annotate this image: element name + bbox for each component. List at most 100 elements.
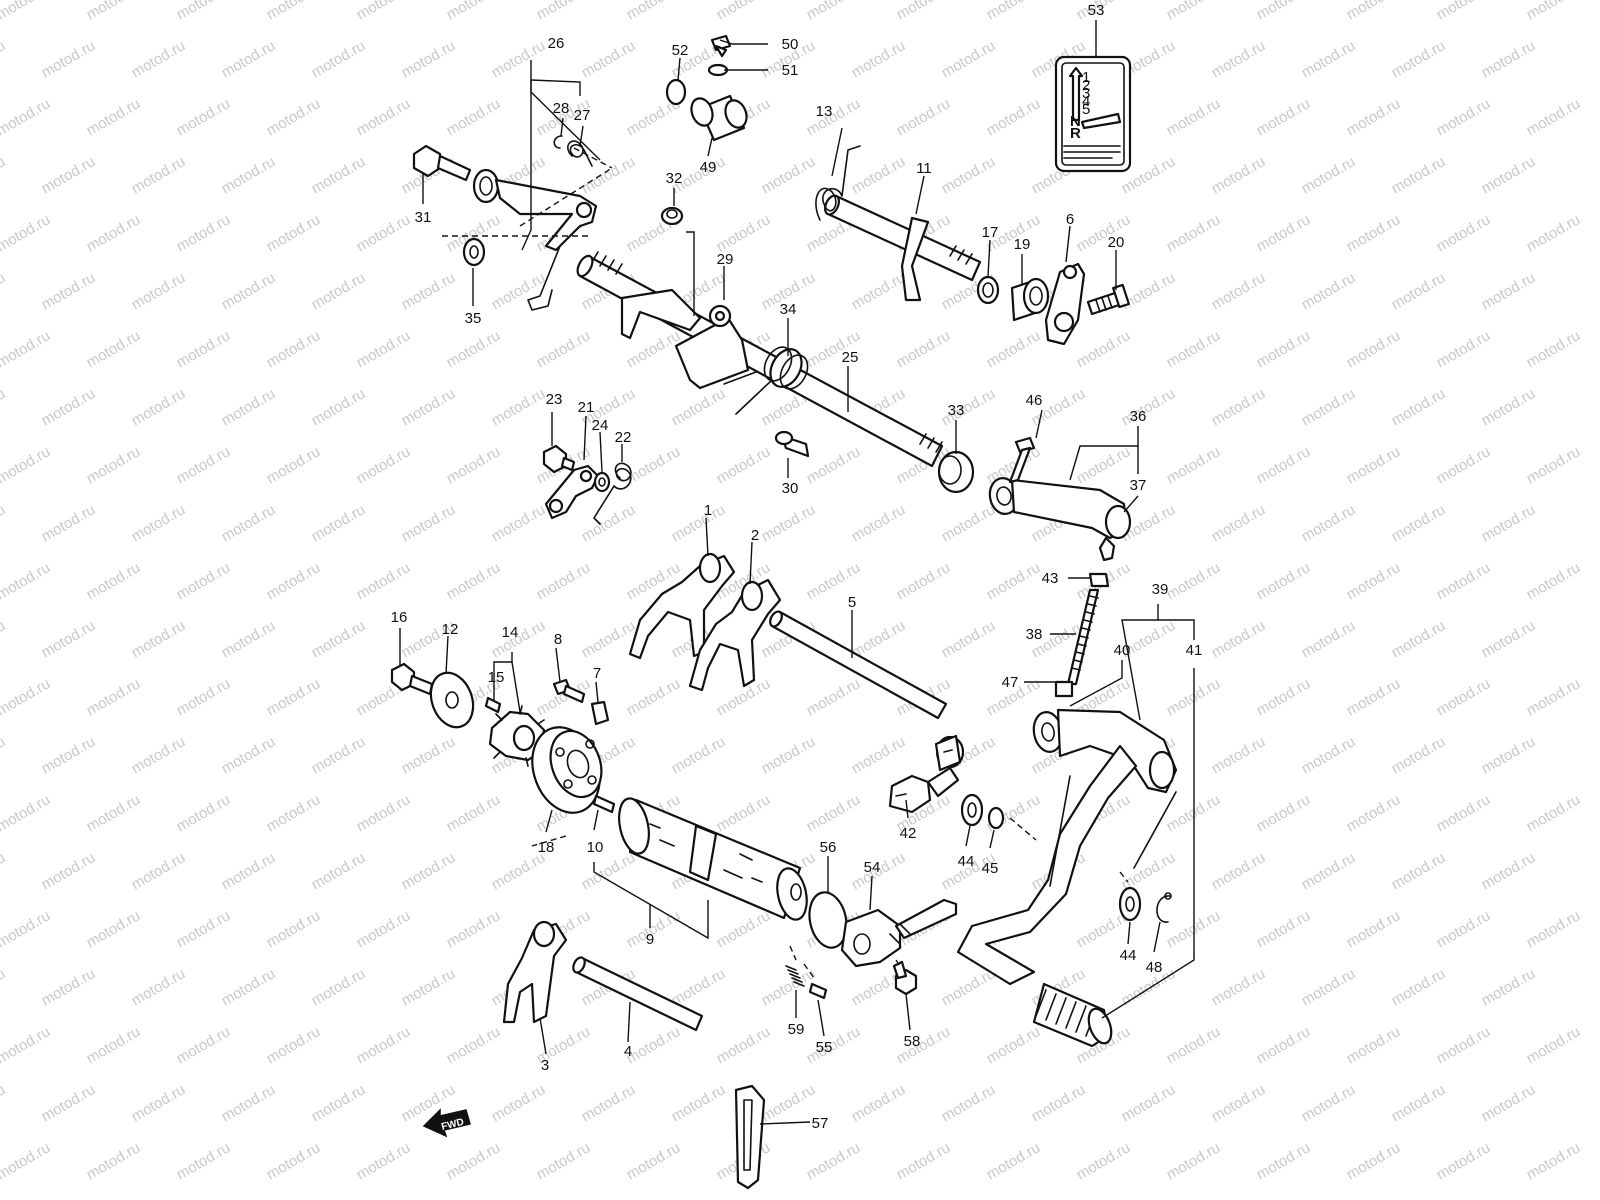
watermark-text: motod.ru: [804, 0, 864, 23]
watermark-text: motod.ru: [1524, 95, 1584, 139]
watermark-text: motod.ru: [0, 211, 53, 255]
spring-22: [593, 462, 632, 525]
callout-label: 43: [1042, 570, 1059, 587]
watermark-text: motod.ru: [804, 1023, 864, 1067]
watermark-text: motod.ru: [849, 269, 909, 313]
gear-mark: 2: [1082, 77, 1090, 94]
watermark-text: motod.ru: [1389, 1081, 1449, 1125]
watermark-text: motod.ru: [939, 153, 999, 197]
watermark-text: motod.ru: [1434, 675, 1494, 719]
watermark-text: motod.ru: [1344, 559, 1404, 603]
callout-label: 39: [1152, 581, 1169, 598]
watermark-text: motod.ru: [1119, 1081, 1179, 1125]
watermark-text: motod.ru: [309, 153, 369, 197]
watermark-text: motod.ru: [1029, 1081, 1089, 1125]
callout-label: 31: [415, 209, 432, 226]
watermark-text: motod.ru: [264, 211, 324, 255]
watermark-text: motod.ru: [444, 559, 504, 603]
fork-shaft-4: [572, 956, 704, 1032]
watermark-text: motod.ru: [759, 1081, 819, 1125]
washer-7: [590, 700, 610, 726]
collar-32: [660, 206, 684, 226]
watermark-text: motod.ru: [579, 501, 639, 545]
watermark-text: motod.ru: [1299, 617, 1359, 661]
watermark-text: motod.ru: [669, 1081, 729, 1125]
callout-label: 52: [672, 42, 689, 59]
watermark-text: motod.ru: [1254, 95, 1314, 139]
watermark-text: motod.ru: [0, 791, 53, 835]
watermark-text: motod.ru: [174, 675, 234, 719]
watermark-text: motod.ru: [1524, 791, 1584, 835]
watermark-text: motod.ru: [804, 443, 864, 487]
watermark-text: motod.ru: [0, 907, 53, 951]
callout-label: 18: [538, 839, 555, 856]
watermark-text: motod.ru: [264, 907, 324, 951]
watermark-text: motod.ru: [354, 1139, 414, 1183]
watermark-text: motod.ru: [1524, 1139, 1584, 1183]
bolt-20: [1086, 283, 1130, 316]
watermark-text: motod.ru: [354, 443, 414, 487]
watermark-layer: motod.ru motod.ru motod.ru motod.ru motod.ru…: [0, 0, 1583, 1183]
watermark-text: motod.ru: [264, 443, 324, 487]
watermark-text: motod.ru: [939, 1081, 999, 1125]
watermark-text: motod.ru: [849, 1081, 909, 1125]
nut-43: [1088, 572, 1110, 588]
watermark-text: motod.ru: [309, 965, 369, 1009]
watermark-text: motod.ru: [759, 733, 819, 777]
callout-label: 14: [502, 624, 519, 641]
watermark-text: motod.ru: [489, 37, 549, 81]
watermark-text: motod.ru: [39, 849, 99, 893]
watermark-text: motod.ru: [129, 269, 189, 313]
watermark-text: motod.ru: [624, 675, 684, 719]
callout-label: 27: [574, 107, 591, 124]
bolt-23: [542, 444, 576, 474]
callout-label: 54: [864, 859, 881, 876]
watermark-text: motod.ru: [1389, 385, 1449, 429]
watermark-text: motod.ru: [939, 617, 999, 661]
fwd-label: FWD: [440, 1117, 465, 1133]
watermark-text: motod.ru: [1389, 153, 1449, 197]
watermark-text: motod.ru: [0, 385, 8, 429]
watermark-text: motod.ru: [84, 1023, 144, 1067]
watermark-text: motod.ru: [1434, 1139, 1494, 1183]
watermark-text: motod.ru: [309, 733, 369, 777]
callout-label: 57: [812, 1115, 829, 1132]
cam-stopper-plate-12: [429, 671, 475, 729]
callout-label: 2: [751, 527, 759, 544]
watermark-text: motod.ru: [129, 153, 189, 197]
callout-label: 16: [391, 609, 408, 626]
callout-label: 21: [578, 399, 595, 416]
watermark-text: motod.ru: [1389, 849, 1449, 893]
gearshift-cam: [618, 797, 808, 921]
callout-label: 24: [592, 417, 609, 434]
callout-label: 12: [442, 621, 459, 638]
watermark-text: motod.ru: [894, 327, 954, 371]
gear-mark: 5: [1082, 101, 1090, 118]
watermark-text: motod.ru: [129, 849, 189, 893]
watermark-text: motod.ru: [1524, 211, 1584, 255]
callout-label: 28: [553, 100, 570, 117]
watermark-text: motod.ru: [1164, 95, 1224, 139]
watermark-text: motod.ru: [759, 501, 819, 545]
watermark-text: motod.ru: [1254, 675, 1314, 719]
watermark-text: motod.ru: [0, 1081, 8, 1125]
watermark-text: motod.ru: [0, 1023, 53, 1067]
callout-label: 51: [782, 62, 799, 79]
watermark-text: motod.ru: [354, 0, 414, 23]
watermark-text: motod.ru: [354, 95, 414, 139]
watermark-text: motod.ru: [984, 1023, 1044, 1067]
watermark-text: motod.ru: [804, 791, 864, 835]
callout-label: 20: [1108, 234, 1125, 251]
watermark-text: motod.ru: [174, 791, 234, 835]
watermark-text: motod.ru: [894, 0, 954, 23]
callout-label: 37: [1130, 477, 1147, 494]
watermark-text: motod.ru: [399, 385, 459, 429]
watermark-text: motod.ru: [1524, 0, 1584, 23]
watermark-text: motod.ru: [984, 559, 1044, 603]
watermark-text: motod.ru: [1479, 269, 1539, 313]
callout-label: 58: [904, 1033, 921, 1050]
watermark-text: motod.ru: [0, 501, 8, 545]
watermark-text: motod.ru: [1524, 907, 1584, 951]
watermark-text: motod.ru: [984, 95, 1044, 139]
watermark-text: motod.ru: [849, 153, 909, 197]
